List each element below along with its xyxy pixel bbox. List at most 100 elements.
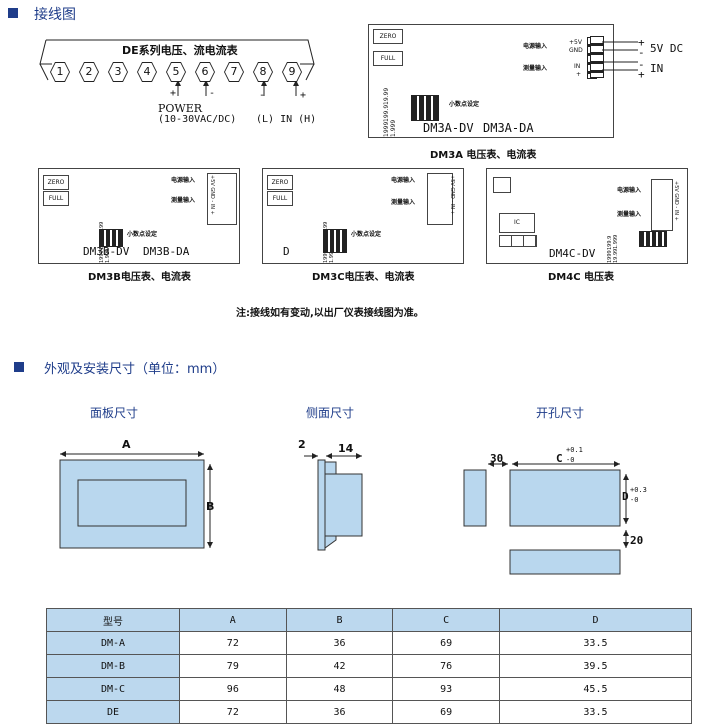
section-title-wiring: 接线图: [34, 7, 76, 23]
dm3a-ext-terminal: [590, 36, 604, 78]
table-cell: 69: [392, 700, 500, 724]
dm3a-measure-in: 测量输入: [523, 65, 548, 72]
dm3a-pin-plus: +: [576, 71, 582, 78]
de-terminal: 8: [253, 62, 273, 82]
dm3b-jumper-block: [99, 229, 123, 247]
de-series-title: DE系列电压、流电流表: [122, 44, 238, 57]
dm3b-model-da: DM3B-DA: [143, 245, 190, 258]
cutout-d-tol-bot: -0: [630, 496, 639, 504]
dm3a-pin-5v: +5V: [569, 39, 582, 46]
table-cell: 72: [179, 631, 287, 655]
table-cell: 42: [285, 654, 394, 678]
dm3b-board: ZERO FULL 电源输入 测量输入 +5V GND - IN + 19991…: [38, 168, 240, 264]
table-header: A: [179, 608, 287, 632]
side-title: 侧面尺寸: [306, 406, 355, 420]
side-dim-14: 14: [338, 442, 354, 455]
de-minus-1: -: [209, 88, 216, 99]
panel-drawing: [59, 451, 213, 549]
table-cell: 36: [285, 631, 394, 655]
dp-label: 1.999: [390, 119, 397, 137]
dm3c-caption: DM3C电压表、电流表: [312, 272, 415, 283]
dm3b-power-in: 电源输入: [171, 177, 196, 184]
cutout-title: 开孔尺寸: [536, 406, 585, 420]
section-marker: [14, 362, 24, 372]
dm3a-ext-plus1: +: [638, 36, 645, 49]
dp-label: 199.9: [383, 104, 390, 122]
dm3a-pin-in: IN: [574, 63, 581, 70]
table-cell: 39.5: [498, 654, 693, 678]
de-terminal: 3: [108, 62, 128, 82]
table-cell: 45.5: [498, 677, 693, 701]
de-in-label: (L) IN (H): [256, 114, 317, 125]
table-cell: 93: [392, 677, 500, 701]
de-power-label: POWER: [158, 102, 203, 115]
dm4c-pin-labels: +5V GND - IN +: [673, 181, 679, 221]
dm3a-dp-labels: 1999199.919.991.999: [383, 83, 397, 137]
dm3c-power-in: 电源输入: [391, 177, 416, 184]
de-power-range: (10-30VAC/DC): [158, 114, 237, 125]
de-terminal: 9: [282, 62, 302, 82]
table-cell: 33.5: [498, 631, 693, 655]
de-series-diagram: [39, 39, 315, 96]
de-terminal: 5: [166, 62, 186, 82]
dm3a-ext-in: IN: [650, 62, 664, 75]
table-cell-model: DM-B: [46, 654, 180, 678]
dm3b-full-button: FULL: [43, 191, 69, 206]
de-terminal: 7: [224, 62, 244, 82]
cutout-c-tol-top: +0.1: [566, 446, 583, 454]
table-header: 型号: [46, 608, 180, 632]
dm3c-zero-button: ZERO: [267, 175, 293, 190]
dm3b-caption: DM3B电压表、电流表: [88, 272, 191, 283]
dp-label: 1.999: [613, 234, 619, 249]
panel-dim-a: A: [122, 438, 131, 451]
dm3a-ext-minus2: -: [638, 58, 645, 71]
dm3a-model-da: DM3A-DA: [483, 121, 534, 135]
dm3a-model-dv: DM3A-DV: [423, 121, 474, 135]
table-cell-model: DE: [46, 700, 180, 724]
table-cell: 36: [285, 700, 394, 724]
wiring-note: 注:接线如有变动,以出厂仪表接线图为准。: [236, 308, 424, 319]
table-cell: 72: [179, 700, 287, 724]
table-cell: 69: [392, 631, 500, 655]
dm3a-decimal-setting: 小数点设定: [449, 101, 480, 108]
dm4c-led-box: [493, 177, 511, 193]
table-header-row: 型号 A B C D: [46, 608, 693, 632]
cutout-dim-c: C: [556, 452, 563, 465]
table-cell: 96: [179, 677, 287, 701]
panel-dim-b: B: [206, 500, 215, 513]
dm3a-power-in: 电源输入: [523, 43, 548, 50]
table-cell-model: DM-A: [46, 631, 180, 655]
dm3a-ext-minus1: -: [638, 46, 645, 59]
side-dim-2: 2: [298, 438, 306, 451]
dm4c-dp-labels: 1999199.919.991.999: [607, 231, 619, 263]
dm3c-board: ZERO FULL 电源输入 测量输入 +5V GND - IN + 19991…: [262, 168, 464, 264]
dm3b-model-dv: DM3B-DV: [83, 245, 130, 258]
dm3b-zero-button: ZERO: [43, 175, 69, 190]
dm4c-measure-in: 测量输入: [617, 211, 642, 218]
de-terminal: 6: [195, 62, 215, 82]
section-marker: [8, 8, 18, 18]
dm3b-measure-in: 测量输入: [171, 197, 196, 204]
dm4c-model: DM4C-DV: [549, 247, 596, 260]
dm4c-segment-row: [499, 235, 537, 247]
table-header: D: [498, 608, 693, 632]
dm3a-ext-wires: [602, 41, 638, 71]
dm4c-terminal-block: [651, 179, 673, 231]
cutout-d-tol-top: +0.3: [630, 486, 647, 494]
dm3b-decimal-setting: 小数点设定: [127, 231, 158, 238]
dp-label: 1999: [383, 121, 390, 137]
de-terminal: 2: [79, 62, 99, 82]
dm3a-ext-plus2: +: [638, 68, 645, 81]
dm3c-full-button: FULL: [267, 191, 293, 206]
dm3b-pin-labels: +5V GND - IN +: [209, 175, 215, 215]
dm4c-jumper-block: [639, 231, 667, 247]
side-drawing: [304, 453, 363, 551]
dm3c-jumper-block: [323, 229, 347, 253]
cutout-c-tol-bot: -0: [566, 456, 575, 464]
dm3c-terminal-block: [427, 173, 453, 225]
dm3a-board: ZERO FULL 电源输入 测量输入 +5V GND IN + 1999199…: [368, 24, 614, 138]
